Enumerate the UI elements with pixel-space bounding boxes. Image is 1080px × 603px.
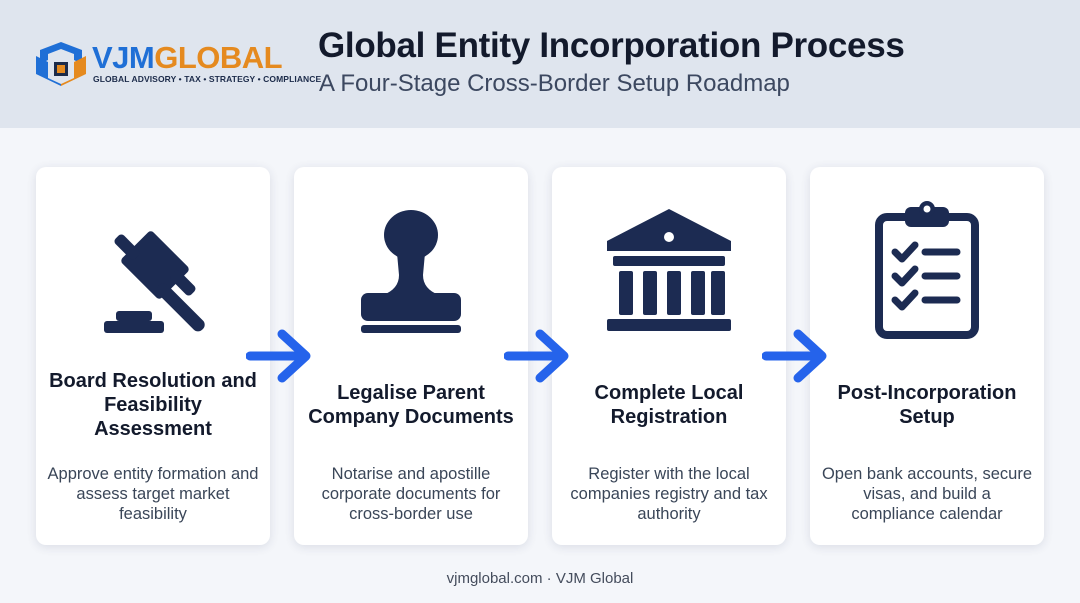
step-title: Post-Incorporation Setup bbox=[837, 382, 1017, 428]
step-title: Complete Local Registration bbox=[594, 382, 744, 428]
government-building-icon bbox=[607, 209, 731, 331]
step-card-2: Legalise Parent Company Documents Notari… bbox=[294, 167, 528, 545]
arrow-right-icon bbox=[504, 329, 569, 383]
arrow-right-icon bbox=[246, 329, 311, 383]
step-card-3: Complete Local Registration Register wit… bbox=[552, 167, 786, 545]
logo-wordmark: VJMGLOBAL bbox=[92, 40, 283, 76]
step-title: Legalise Parent Company Documents bbox=[308, 382, 514, 428]
logo-mark-icon bbox=[36, 42, 86, 86]
gavel-icon bbox=[104, 231, 205, 333]
logo-tagline: GLOBAL ADVISORY • TAX • STRATEGY • COMPL… bbox=[93, 74, 322, 84]
footer-credit: vjmglobal.com · VJM Global bbox=[446, 570, 634, 587]
stamp-icon bbox=[361, 210, 461, 333]
clipboard-checklist-icon bbox=[875, 201, 979, 339]
step-description: Open bank accounts, secure visas, and bu… bbox=[821, 465, 1033, 523]
step-description: Register with the local companies regist… bbox=[570, 465, 768, 523]
step-description: Approve entity formation and assess targ… bbox=[47, 465, 259, 523]
step-card-1: Board Resolution and Feasibility Assessm… bbox=[36, 167, 270, 545]
page-subtitle: A Four-Stage Cross-Border Setup Roadmap bbox=[319, 70, 790, 97]
logo-word-global: GLOBAL bbox=[154, 40, 283, 75]
step-title: Board Resolution and Feasibility Assessm… bbox=[49, 370, 257, 440]
brand-logo: VJMGLOBAL GLOBAL ADVISORY • TAX • STRATE… bbox=[34, 40, 321, 90]
step-description: Notarise and apostille corporate documen… bbox=[321, 465, 501, 523]
step-card-4: Post-Incorporation Setup Open bank accou… bbox=[810, 167, 1044, 545]
logo-word-vjm: VJM bbox=[92, 40, 155, 75]
header-banner: VJMGLOBAL GLOBAL ADVISORY • TAX • STRATE… bbox=[0, 0, 1080, 128]
page-title: Global Entity Incorporation Process bbox=[318, 26, 905, 65]
arrow-right-icon bbox=[762, 329, 827, 383]
